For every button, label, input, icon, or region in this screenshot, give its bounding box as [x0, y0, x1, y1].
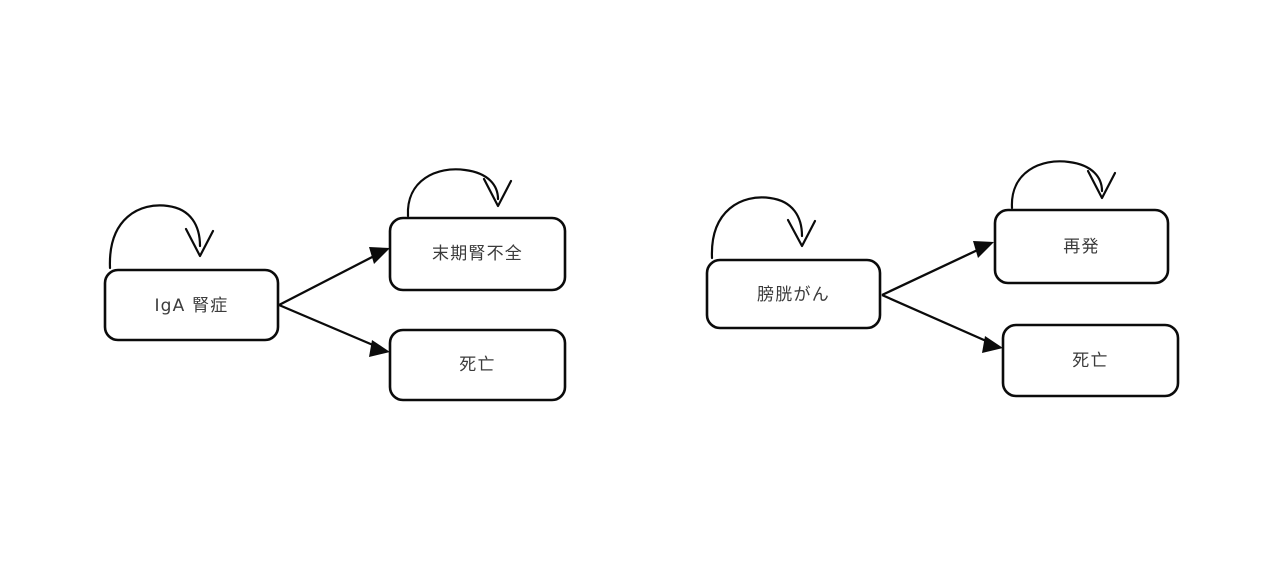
- node-box[interactable]: [388, 328, 567, 402]
- self-loop-recurrence: [1010, 160, 1117, 210]
- edge-arrowhead-icon: [973, 241, 994, 258]
- edge-iga-to-esrd: [278, 247, 390, 307]
- node-recurrence[interactable]: 再発: [993, 208, 1170, 285]
- edge-bladder-to-death: [881, 293, 1003, 353]
- self-loop-bladder: [710, 196, 817, 260]
- edge-arrowhead-icon: [369, 247, 390, 264]
- node-end-stage-renal-failure[interactable]: 末期腎不全: [388, 216, 567, 292]
- diagram-bladder-cancer: 膀胱がん 再発 死亡: [705, 160, 1180, 398]
- self-loop-arc-icon: [108, 204, 202, 270]
- self-loop-esrd: [406, 168, 513, 218]
- self-loop-arc-icon: [1010, 160, 1104, 210]
- node-death-left[interactable]: 死亡: [388, 328, 567, 402]
- self-loop-arrowhead-icon: [184, 227, 215, 258]
- node-label: 末期腎不全: [432, 244, 523, 264]
- edge-line: [278, 303, 381, 350]
- edge-iga-to-death: [278, 303, 390, 357]
- node-label: IgA 腎症: [154, 296, 228, 316]
- self-loop-arrowhead-icon: [1086, 169, 1117, 200]
- self-loop-arc-icon: [406, 168, 500, 218]
- self-loop-iga: [108, 204, 215, 270]
- edge-line: [881, 293, 994, 346]
- node-label: 死亡: [1072, 351, 1108, 371]
- node-box[interactable]: [388, 216, 567, 292]
- node-death-right[interactable]: 死亡: [1001, 323, 1180, 398]
- edge-arrowhead-icon: [982, 336, 1003, 353]
- edge-line: [278, 251, 381, 307]
- node-box[interactable]: [1001, 323, 1180, 398]
- self-loop-arrowhead-icon: [482, 177, 513, 208]
- edge-arrowhead-icon: [369, 340, 390, 357]
- self-loop-arrowhead-icon: [786, 218, 817, 248]
- node-iga-nephropathy[interactable]: IgA 腎症: [103, 268, 280, 342]
- self-loop-arc-icon: [710, 196, 804, 260]
- node-label: 死亡: [459, 355, 495, 375]
- edge-bladder-to-recurrence: [881, 241, 994, 297]
- node-box[interactable]: [705, 258, 882, 330]
- node-bladder-cancer[interactable]: 膀胱がん: [705, 258, 882, 330]
- edge-line: [881, 245, 985, 297]
- node-label: 再発: [1063, 237, 1099, 257]
- node-box[interactable]: [993, 208, 1170, 285]
- node-label: 膀胱がん: [757, 285, 830, 305]
- diagram-iga-nephropathy: IgA 腎症 末期腎不全 死亡: [103, 168, 567, 402]
- node-box[interactable]: [103, 268, 280, 342]
